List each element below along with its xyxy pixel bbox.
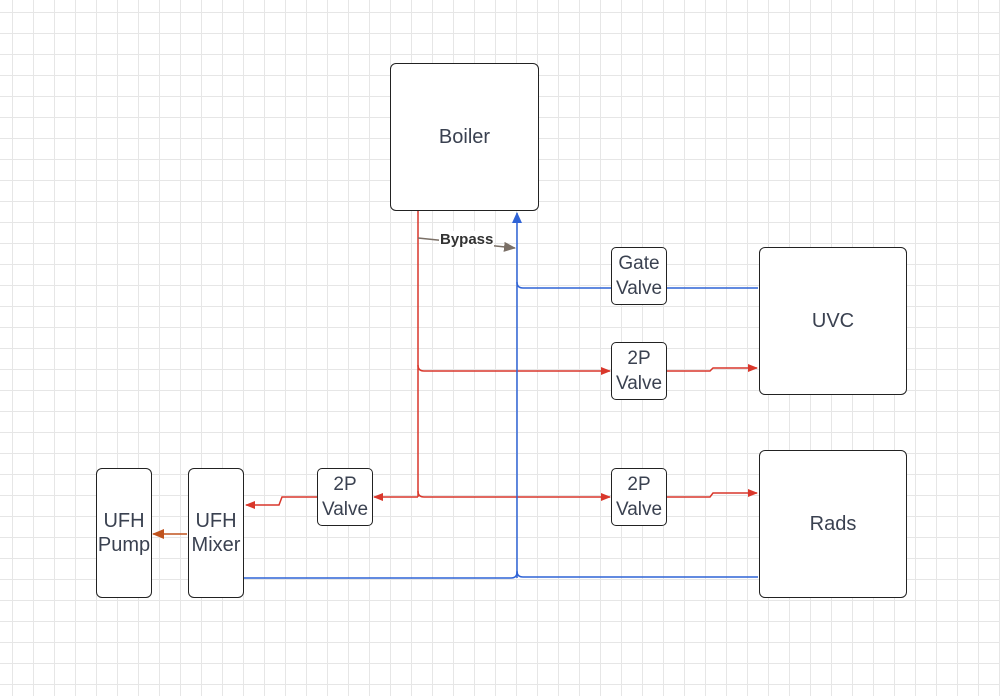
ufh-2p-valve-box[interactable]: 2P Valve	[317, 468, 373, 526]
return-from-rads	[516, 570, 758, 578]
rads-box[interactable]: Rads	[759, 450, 907, 598]
flow-to-uvc-valve	[417, 364, 611, 375]
uvc-2p-valve-box[interactable]: 2P Valve	[611, 342, 667, 400]
uvc-box[interactable]: UVC	[759, 247, 907, 395]
gate-valve-box[interactable]: Gate Valve	[611, 247, 667, 305]
return-from-uvc	[516, 281, 758, 289]
ufh-pump-box[interactable]: UFH Pump	[96, 468, 152, 598]
return-from-mixer	[244, 571, 518, 579]
return-pipes	[244, 212, 758, 579]
flow-ufh-valve-to-mixer	[245, 496, 317, 509]
rads-2p-valve-box[interactable]: 2P Valve	[611, 468, 667, 526]
ufh-mixer-box[interactable]: UFH Mixer	[188, 468, 244, 598]
boiler-box[interactable]: Boiler	[390, 63, 539, 211]
flow-to-rads-valve	[417, 490, 611, 501]
bypass-label: Bypass	[439, 231, 495, 248]
flow-uvc-valve-to-uvc	[666, 364, 758, 372]
flow-pipes	[245, 211, 758, 509]
flow-rads-valve-to-rads	[666, 489, 758, 498]
